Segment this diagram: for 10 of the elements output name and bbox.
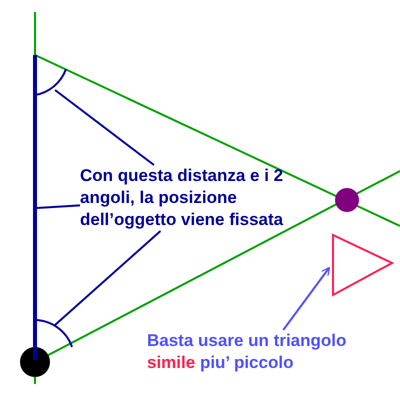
arrow <box>282 266 330 331</box>
leader-line <box>36 204 80 209</box>
angle-arc <box>34 319 73 348</box>
baseline <box>33 55 37 360</box>
triangle-outline <box>332 233 394 297</box>
leader-line <box>54 230 162 326</box>
note-text: Basta usare un triangolo simile piu’ piccolo <box>147 330 387 374</box>
angle-arc <box>34 68 67 96</box>
annotation-text: Con questa distanza e i 2 angoli, la posizione dell’oggetto viene fissata <box>80 165 315 231</box>
leader-line <box>54 89 155 166</box>
